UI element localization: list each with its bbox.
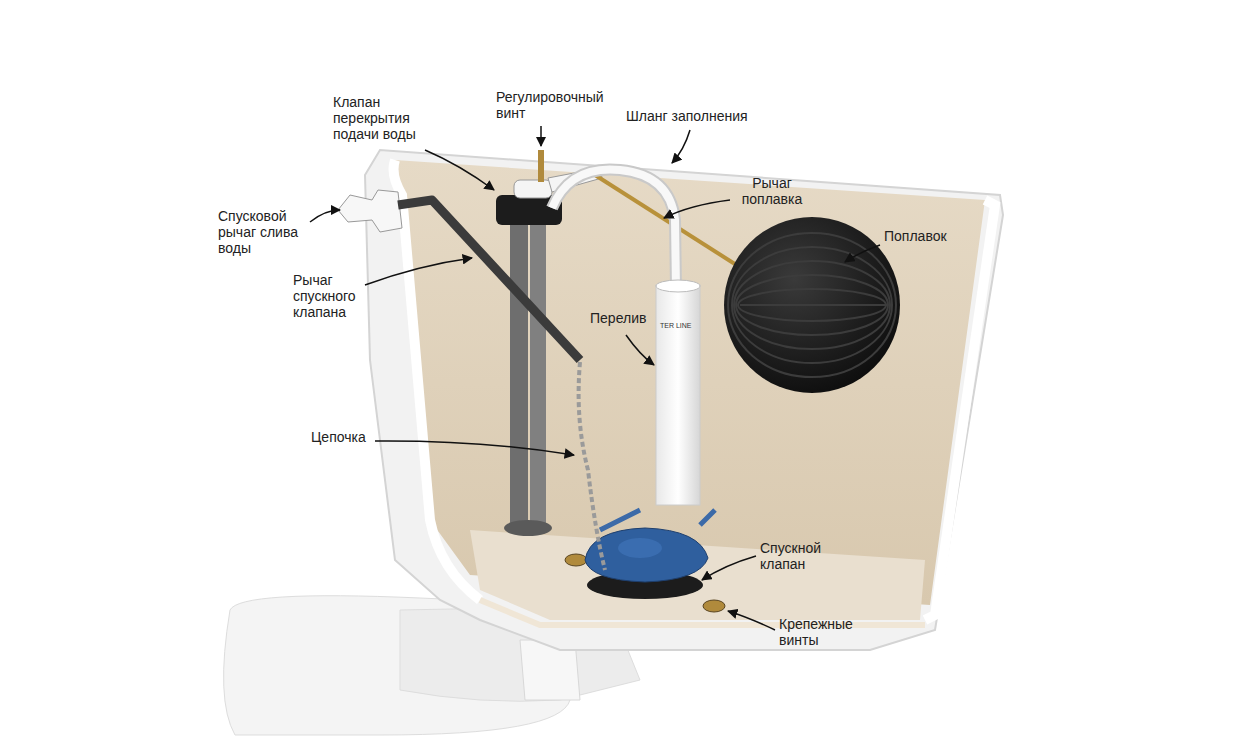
part-label: Спусковой рычаг слива воды <box>218 208 310 256</box>
part-label: Перелив <box>590 310 660 326</box>
part-label: Крепежные винты <box>779 616 869 648</box>
part-label: Поплавок <box>884 228 974 244</box>
part-label: Клапан перекрытия подачи воды <box>333 94 433 142</box>
part-label: Рычаг спускного клапана <box>293 272 377 320</box>
part-label: Цепочка <box>311 429 381 445</box>
part-label: Рычаг поплавка <box>730 175 814 207</box>
tube-print: TER LINE <box>660 322 692 330</box>
part-label: Регулировочный винт <box>496 89 616 121</box>
part-label: Спускной клапан <box>760 540 846 572</box>
part-label: Шланг заполнения <box>626 108 766 124</box>
